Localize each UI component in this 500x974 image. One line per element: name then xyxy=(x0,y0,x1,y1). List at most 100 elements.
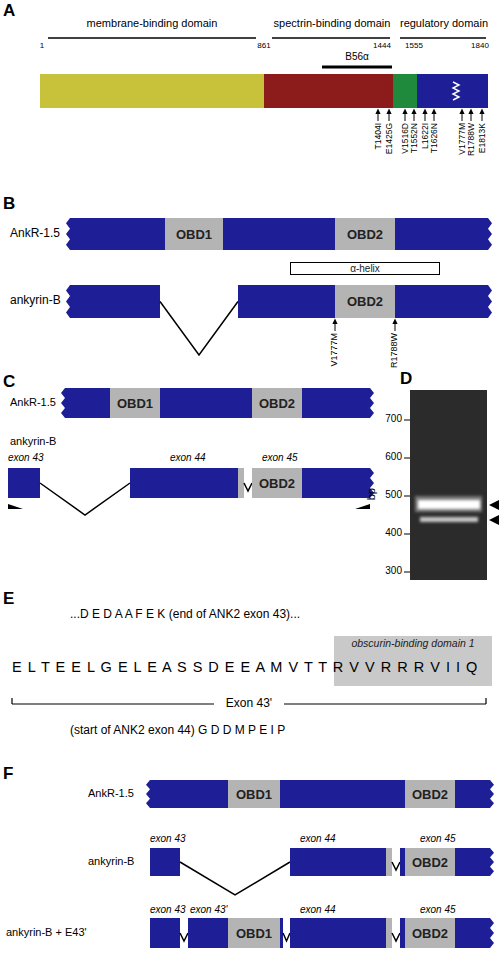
binding-domain-box: OBD2 xyxy=(405,918,455,948)
protein-name: AnkR-1.5 xyxy=(10,227,60,240)
protein-bar xyxy=(150,848,180,876)
arrow-head xyxy=(375,109,380,115)
node-text: OBD2 xyxy=(259,477,295,490)
binding-region-label: B56α xyxy=(345,52,369,63)
node-text: OBD1 xyxy=(117,397,153,410)
splice-line xyxy=(392,933,400,941)
node-text: OBD2 xyxy=(412,927,448,940)
gel-band xyxy=(420,517,478,522)
protein-bar xyxy=(290,848,392,876)
mutation-arrow xyxy=(405,114,406,122)
bracket-line xyxy=(284,703,486,704)
exon-end-segment xyxy=(386,848,392,876)
binding-domain-box: OBD2 xyxy=(252,468,302,498)
protein-bar xyxy=(400,918,494,948)
splice-line xyxy=(40,483,130,515)
mutation-label: T1404I xyxy=(374,123,383,149)
protein-bar xyxy=(400,848,494,876)
axis-tick xyxy=(404,420,410,421)
node-text: OBD1 xyxy=(236,927,272,940)
splice-line xyxy=(180,933,188,941)
protein-bar xyxy=(150,918,180,948)
domain-span-line xyxy=(400,37,486,39)
axis-tick-label: 600 xyxy=(385,452,402,463)
axis-tick-label: 500 xyxy=(385,490,402,501)
exon-label: exon 43 xyxy=(8,453,44,464)
domain-span-line xyxy=(48,37,256,39)
mutation-label: V1516D xyxy=(401,123,410,154)
primer-arrow xyxy=(355,504,370,509)
exon-label: exon 45 xyxy=(420,905,456,916)
axis-tick-label: 400 xyxy=(385,528,402,539)
protein-bar xyxy=(264,74,393,108)
arrow-head xyxy=(392,319,397,325)
axis-tick xyxy=(404,572,410,573)
bracket-line xyxy=(12,703,214,704)
node-text: OBD1 xyxy=(176,228,212,241)
binding-domain-box: OBD1 xyxy=(228,918,280,948)
domain-heading: regulatory domain xyxy=(400,18,488,30)
arrow-head xyxy=(479,109,484,115)
node-text: OBD2 xyxy=(347,295,383,308)
exon-label: exon 44 xyxy=(170,453,206,464)
binding-domain-box: OBD1 xyxy=(110,388,160,418)
splice-line xyxy=(244,483,252,491)
mutation-arrow xyxy=(425,114,426,122)
panel-letter: E xyxy=(3,590,14,608)
arrow-head xyxy=(422,109,427,115)
protein-bar xyxy=(252,468,374,498)
mutation-arrow xyxy=(414,114,415,122)
protein-bar xyxy=(238,285,492,318)
mutation-arrow xyxy=(395,324,396,332)
bracket-line xyxy=(11,698,12,704)
domain-heading: membrane-binding domain xyxy=(87,18,218,30)
binding-domain-box: OBD2 xyxy=(252,388,302,418)
protein-bar xyxy=(417,74,488,108)
axis-tick-label: 300 xyxy=(385,566,402,577)
mutation-label: L1622I xyxy=(421,123,430,149)
exon-label: exon 45 xyxy=(262,453,298,464)
sequence-text: (start of ANK2 exon 44) G D D M P E I P xyxy=(70,724,285,737)
mutation-arrow xyxy=(471,114,472,122)
protein-name: AnkR-1.5 xyxy=(88,788,134,800)
binding-domain-box: OBD2 xyxy=(335,285,395,318)
mutation-label: V1777M xyxy=(458,123,467,155)
node-text: OBD1 xyxy=(236,788,272,801)
mutation-label: E1425G xyxy=(385,123,394,154)
exon-label: exon 43 xyxy=(150,905,186,916)
residue-number: 861 xyxy=(257,42,270,50)
domain-span-line xyxy=(272,37,390,39)
mutation-arrow xyxy=(482,114,483,122)
gel-image xyxy=(410,390,487,580)
sequence-text: ...D E D A A F E K (end of ANK2 exon 43)… xyxy=(70,608,300,621)
helix-region-box: α-helix xyxy=(290,262,440,275)
axis-tick-label: 700 xyxy=(385,414,402,425)
axis-title: bp xyxy=(366,488,378,500)
arrow-head xyxy=(386,109,391,115)
axis-tick xyxy=(404,496,410,497)
panel-letter: F xyxy=(3,765,13,783)
node-text: obscurin-binding domain 1 xyxy=(351,638,474,649)
panel-letter: C xyxy=(3,373,15,391)
arrow-head xyxy=(332,319,337,325)
node-text: OBD2 xyxy=(412,856,448,869)
arrow-head xyxy=(431,109,436,115)
mutation-arrow xyxy=(378,114,379,122)
mutation-label: V1777M xyxy=(330,333,339,367)
exon-label: exon 44 xyxy=(300,905,336,916)
node-text: OBD2 xyxy=(259,397,295,410)
protein-bar xyxy=(8,468,40,498)
binding-domain-box: OBD2 xyxy=(335,218,395,250)
protein-name: ankyrin-B xyxy=(10,294,61,307)
node-text: α-helix xyxy=(350,264,380,274)
axis-tick xyxy=(404,534,410,535)
bracket-line xyxy=(485,698,486,704)
exon-label: exon 44 xyxy=(300,834,336,845)
mutation-label: T1552N xyxy=(410,123,419,153)
mutation-label: E1813K xyxy=(478,123,487,153)
binding-domain-box: OBD1 xyxy=(165,218,223,250)
binding-domain-box: OBD1 xyxy=(228,780,280,808)
splice-line xyxy=(160,302,238,356)
mutation-arrow xyxy=(335,324,336,332)
protein-bar xyxy=(146,780,494,808)
